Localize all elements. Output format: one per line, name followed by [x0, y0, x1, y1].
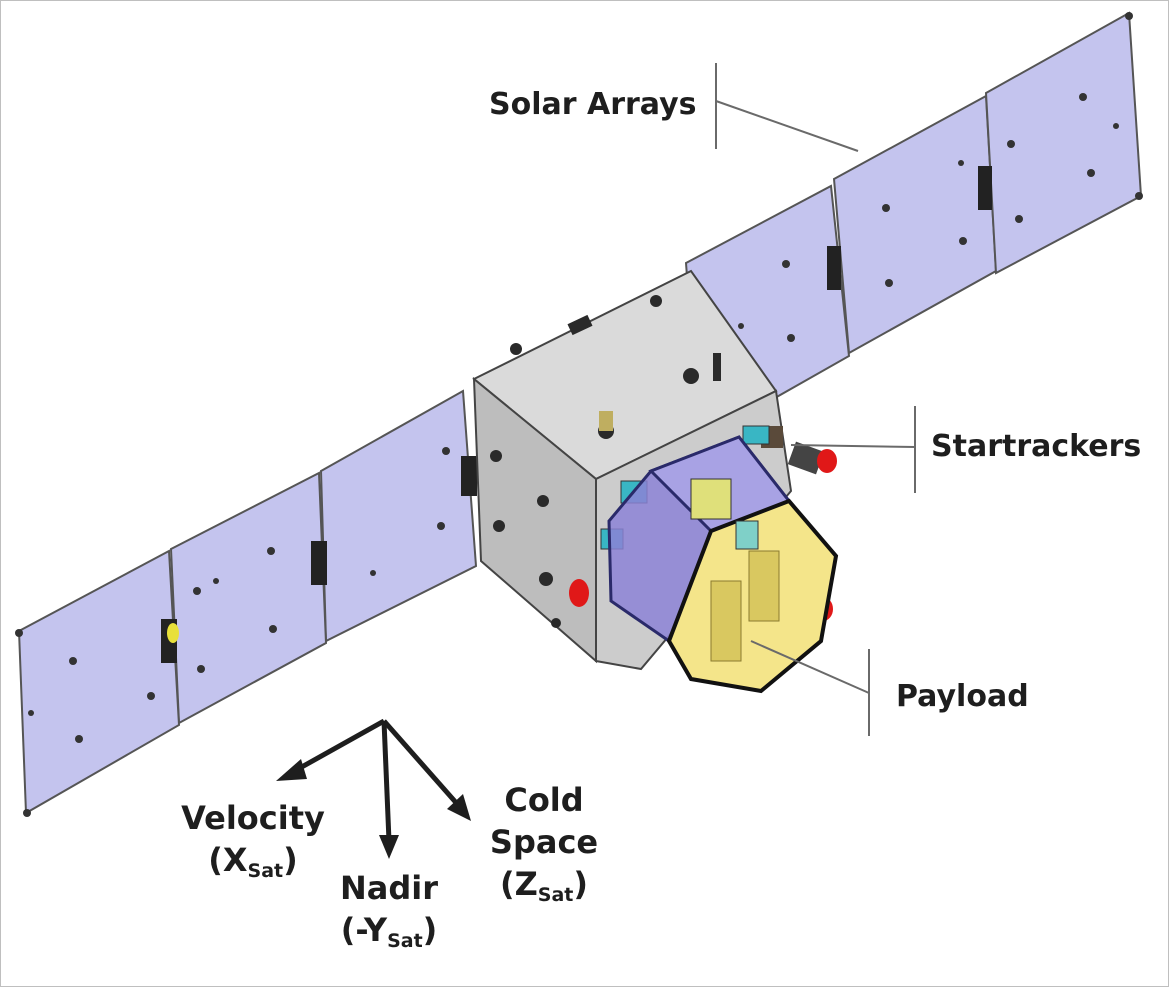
nadir-name: Nadir: [339, 869, 439, 907]
startrackers-label: Startrackers: [931, 429, 1142, 464]
cold-space-axis-label: Cold Space (ZSat): [479, 779, 609, 916]
nadir-symbol: (-YSat): [340, 911, 438, 952]
left-solar-array: [15, 389, 478, 817]
velocity-axis-label: Velocity (XSat): [173, 797, 333, 892]
payload-label: Payload: [896, 679, 1029, 714]
velocity-name: Velocity: [181, 799, 325, 837]
cold-space-name-line1: Cold: [504, 781, 584, 819]
solar-arrays-label: Solar Arrays: [489, 87, 697, 122]
nadir-axis-label: Nadir (-YSat): [321, 867, 457, 962]
array-hinge: [461, 456, 477, 496]
velocity-symbol: (XSat): [208, 841, 298, 882]
array-hinge: [827, 246, 841, 290]
callout-lines: [715, 63, 916, 736]
cold-space-symbol: (ZSat): [499, 865, 589, 906]
cold-space-name-line2: Space: [489, 823, 599, 861]
axis-arrows: [276, 718, 471, 859]
payload: [607, 435, 839, 694]
array-hinge: [978, 166, 992, 210]
array-hinge: [311, 541, 327, 585]
